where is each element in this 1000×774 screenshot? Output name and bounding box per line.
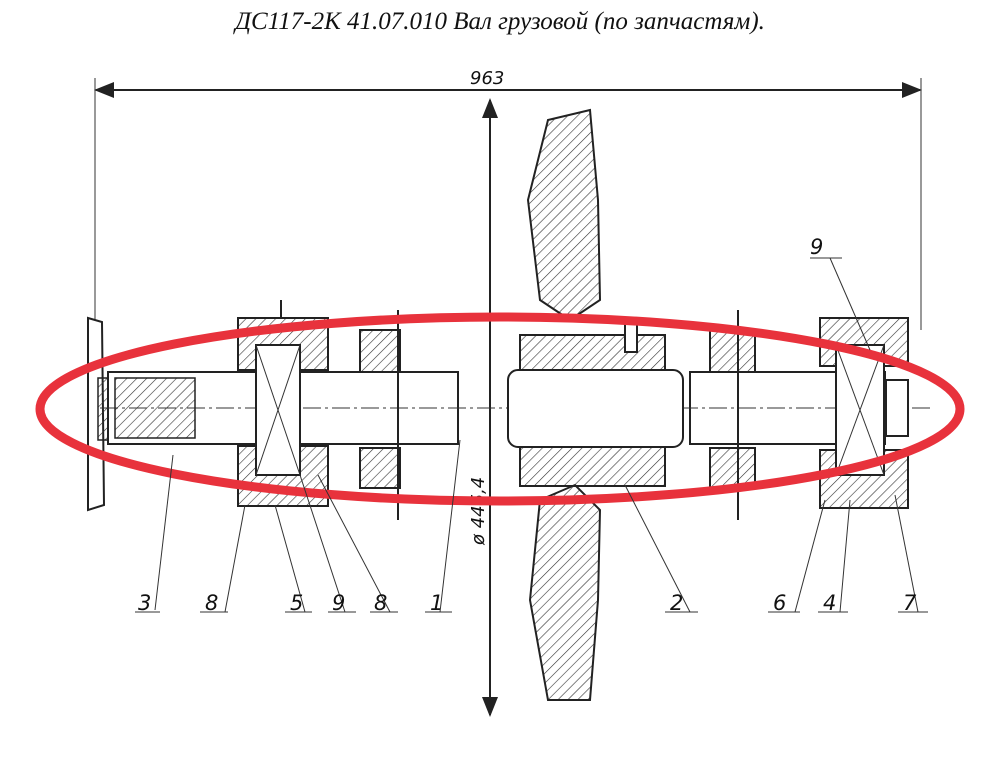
label-9-left: 9 [332,591,345,615]
right-seal [709,310,756,520]
label-7: 7 [903,591,917,615]
left-seal [359,310,401,520]
label-3: 3 [138,591,151,615]
highlight-ellipse [35,312,965,506]
label-6: 6 [773,591,786,615]
label-2: 2 [670,591,683,615]
sprocket [507,108,684,701]
label-8-right: 8 [374,591,387,615]
right-bearing-housing [819,317,909,509]
overall-dimension: 963 [94,68,922,330]
part-labels: 3 8 5 9 8 1 2 6 4 7 9 [135,235,928,615]
label-1: 1 [430,591,443,615]
label-9-top: 9 [810,235,823,259]
overall-length-label: 963 [470,68,504,89]
label-4: 4 [823,591,836,615]
label-8-left: 8 [205,591,218,615]
label-5: 5 [290,591,303,615]
diameter-label: ø 445,4 [468,477,489,546]
drawing-title: ДС117-2К 41.07.010 Вал грузовой (по запч… [235,8,765,35]
